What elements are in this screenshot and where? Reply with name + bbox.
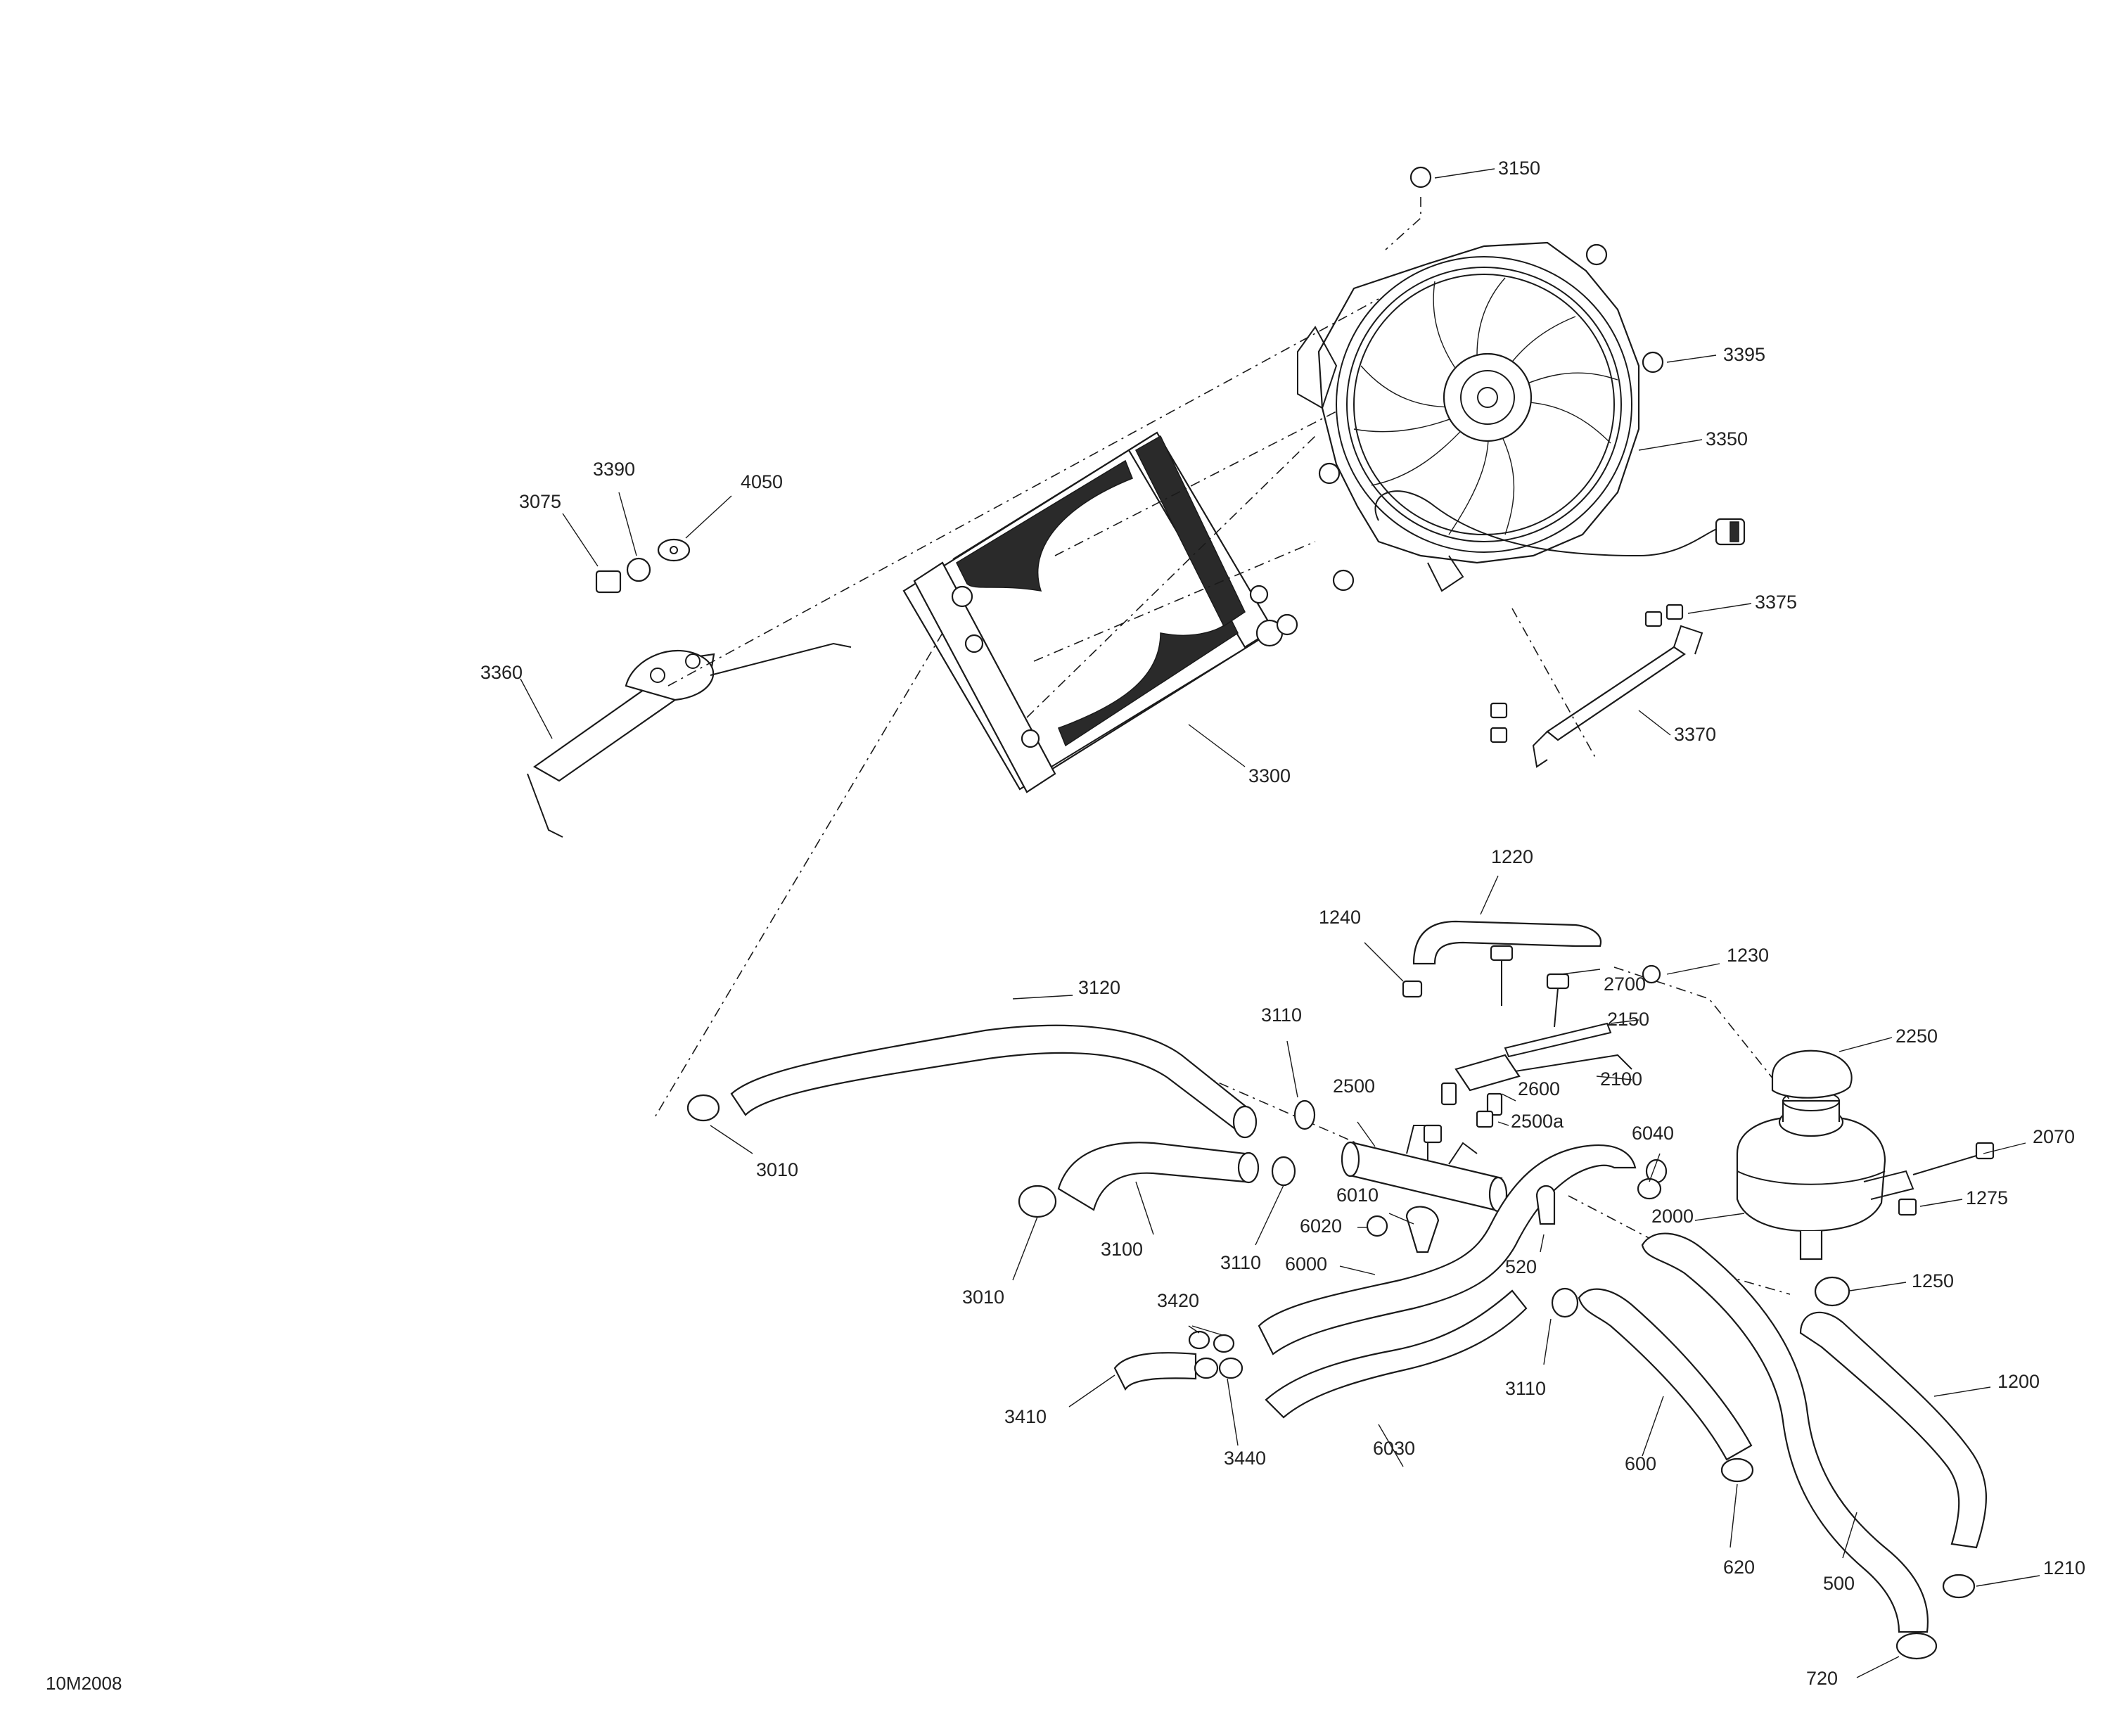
label-1250: 1250 (1912, 1270, 1954, 1291)
label-2100: 2100 (1600, 1068, 1642, 1090)
label-1230: 1230 (1727, 945, 1769, 966)
label-1210: 1210 (2043, 1557, 2085, 1578)
label-2600: 2600 (1518, 1078, 1560, 1099)
clamp-3110-b (1271, 1156, 1296, 1187)
label-3110-b: 3110 (1220, 1252, 1261, 1273)
label-600: 600 (1625, 1453, 1656, 1474)
clamp-6040 (1637, 1177, 1662, 1200)
label-6010: 6010 (1336, 1185, 1379, 1206)
diagram-code: 10M2008 (46, 1673, 122, 1694)
clamp-3010-upper (686, 1094, 720, 1122)
clamp-3420-a (1188, 1330, 1210, 1350)
label-6030: 6030 (1373, 1438, 1415, 1459)
radiator-fan-assembly (1297, 241, 1746, 592)
label-6020: 6020 (1300, 1215, 1342, 1237)
label-3370: 3370 (1674, 724, 1716, 745)
label-2000: 2000 (1651, 1206, 1694, 1227)
leader-lines (520, 168, 2040, 1678)
nut-1275 (1898, 1198, 1917, 1216)
label-3150: 3150 (1498, 158, 1540, 179)
clamp-620 (1720, 1457, 1754, 1483)
part-labels: 3150 3395 3350 3375 3370 3300 3390 4050 … (46, 158, 2085, 1694)
hose-1200 (1799, 1311, 1988, 1599)
label-3075: 3075 (519, 491, 561, 512)
label-500: 500 (1823, 1573, 1855, 1594)
fan-support-bracket (1490, 604, 1703, 768)
clip-6010 (1366, 1206, 1440, 1253)
label-6040: 6040 (1632, 1123, 1674, 1144)
hose-3100 (1018, 1142, 1260, 1218)
expansion-tank (1736, 1090, 1914, 1260)
clamp-1210 (1942, 1574, 1976, 1599)
label-3110-a: 3110 (1261, 1004, 1302, 1026)
hose-6030 (1265, 1289, 1528, 1419)
clamp-3110-c (1551, 1287, 1579, 1318)
cap-2250 (1771, 1049, 1853, 1099)
bolts-2700 (1490, 945, 1661, 1028)
clamp-1250 (1814, 1276, 1850, 1307)
label-3120: 3120 (1078, 977, 1120, 998)
radiator-mount-bracket (527, 642, 852, 838)
hose-500 (1641, 1232, 1938, 1660)
clamp-3420-b (1213, 1334, 1235, 1353)
label-3010-a: 3010 (756, 1159, 798, 1180)
label-1200: 1200 (1997, 1371, 2040, 1392)
label-520: 520 (1505, 1256, 1537, 1277)
label-2250: 2250 (1895, 1026, 1938, 1047)
label-2070: 2070 (2033, 1126, 2075, 1147)
screw-2070 (1912, 1153, 1984, 1175)
clamp-720 (1895, 1632, 1938, 1660)
clamp-3110-a (1293, 1099, 1316, 1130)
label-3110-c: 3110 (1505, 1378, 1546, 1399)
fan-screws (1318, 166, 1664, 592)
grommet-6020 (1366, 1215, 1388, 1237)
clamp-520 (1535, 1185, 1556, 1225)
assembly-lines (653, 197, 1794, 1295)
label-2500a: 2500a (1511, 1111, 1564, 1132)
clamp-3440-a (1194, 1357, 1219, 1379)
label-2700: 2700 (1604, 974, 1646, 995)
label-620: 620 (1723, 1557, 1755, 1578)
label-720: 720 (1806, 1668, 1838, 1689)
washer-4050 (657, 538, 691, 562)
radiator-fins (956, 435, 1246, 747)
label-3100: 3100 (1101, 1239, 1143, 1260)
label-1240: 1240 (1319, 907, 1361, 928)
label-3440: 3440 (1224, 1448, 1266, 1469)
hose-600 (1578, 1288, 1754, 1483)
clamp-3010-lower (1018, 1185, 1057, 1218)
label-3410: 3410 (1004, 1406, 1047, 1427)
label-1220: 1220 (1491, 846, 1533, 867)
hose-2150-2100 (1423, 1022, 1632, 1144)
label-3350: 3350 (1706, 428, 1748, 449)
hose-3410 (1113, 1352, 1197, 1391)
label-3010-b: 3010 (962, 1287, 1004, 1308)
grommet-3390 (626, 557, 651, 582)
nut-3075 (595, 570, 622, 594)
label-3395: 3395 (1723, 344, 1765, 365)
label-2500: 2500 (1333, 1076, 1375, 1097)
label-1275: 1275 (1966, 1187, 2008, 1208)
label-6000: 6000 (1285, 1253, 1327, 1275)
label-3375: 3375 (1755, 592, 1797, 613)
label-3360: 3360 (480, 662, 523, 683)
clamp-3440-b (1218, 1357, 1243, 1379)
label-3420: 3420 (1157, 1290, 1199, 1311)
hose-3120 (686, 1024, 1258, 1139)
label-4050: 4050 (741, 471, 783, 492)
hose-1220 (1402, 920, 1602, 998)
radiator-core (902, 431, 1298, 793)
label-2150: 2150 (1607, 1009, 1649, 1030)
label-3300: 3300 (1248, 765, 1291, 786)
label-3390: 3390 (593, 459, 635, 480)
